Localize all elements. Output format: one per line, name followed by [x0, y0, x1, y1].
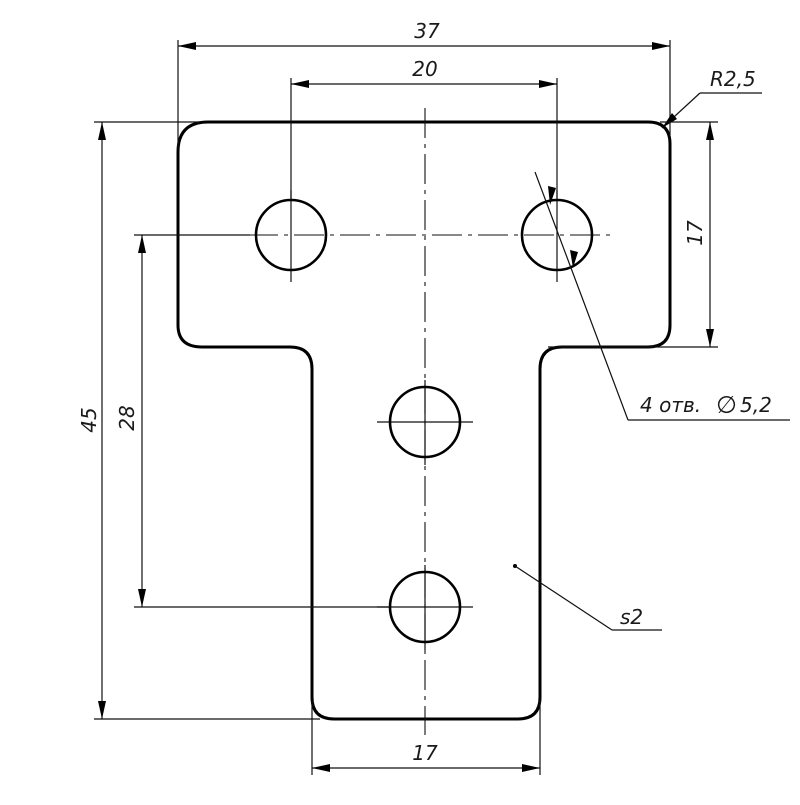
dimension-hole-spacing-horizontal-label: 20	[412, 57, 437, 81]
callout-corner-radius: R2,5	[661, 67, 762, 129]
dimension-overall-height-label: 45	[77, 407, 101, 432]
dimension-overall-height: 45	[77, 121, 320, 720]
callout-holes: 4 отв. ∅ 5,2	[534, 171, 790, 421]
callout-holes-diameter: 5,2	[740, 393, 772, 417]
callout-holes-count: 4 отв.	[640, 393, 701, 417]
dimension-overall-width: 37	[177, 19, 671, 150]
callout-thickness: s2	[513, 564, 662, 631]
hole-middle	[388, 385, 462, 459]
dimension-hole-spacing-vertical-label: 28	[115, 405, 139, 430]
callout-thickness-label: s2	[620, 605, 643, 629]
dimension-stem-width-label: 17	[412, 741, 438, 765]
dimension-hole-spacing-horizontal: 20	[290, 57, 558, 200]
dimension-top-height: 17	[548, 121, 718, 348]
dimension-hole-spacing-vertical: 28	[115, 234, 390, 608]
callout-corner-radius-label: R2,5	[710, 67, 756, 91]
dimension-overall-width-label: 37	[414, 19, 440, 43]
dimension-top-height-label: 17	[683, 220, 707, 246]
callout-holes-diameter-symbol: ∅	[716, 391, 737, 419]
dimension-stem-width: 17	[311, 700, 541, 775]
part-outline	[176, 120, 672, 721]
